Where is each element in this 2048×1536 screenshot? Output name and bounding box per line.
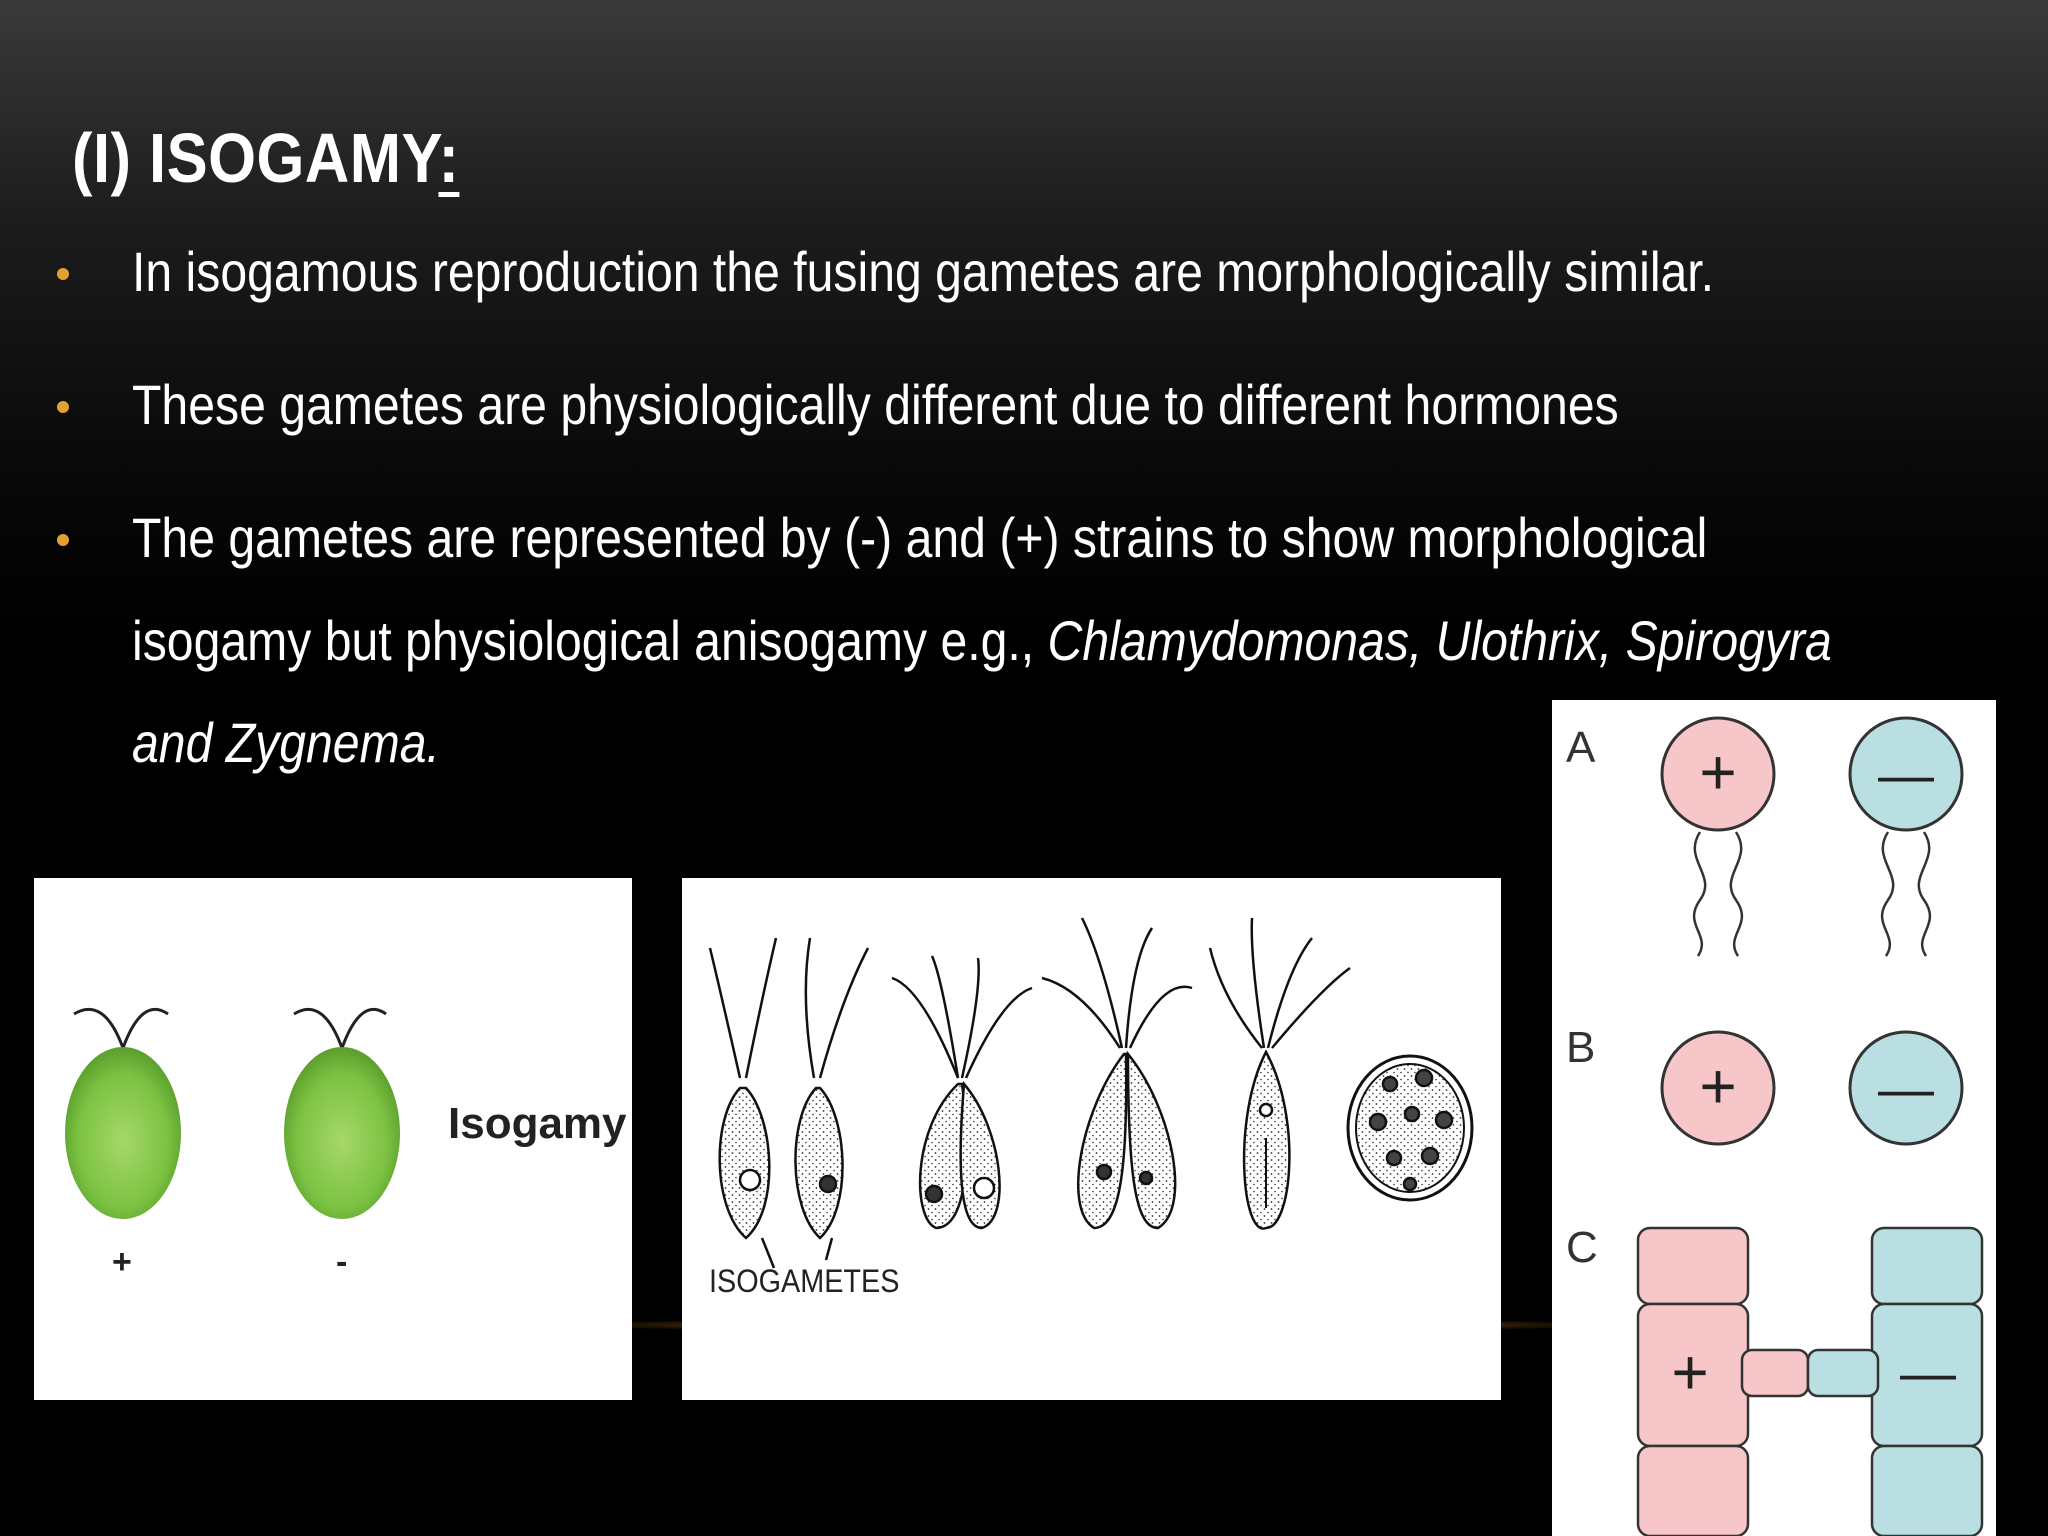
isogamy-label: Isogamy (448, 1099, 627, 1148)
flagellated-minus-gamete (1848, 716, 1964, 957)
gamete-pair-3 (1041, 917, 1193, 1230)
flagellated-plus-gamete (1660, 716, 1776, 957)
bullet-text-continued: isogamy but physiological anisogamy e.g.… (132, 609, 1832, 672)
conjugating-filaments (1636, 1226, 1984, 1536)
isogametes-illustration: ISOGAMETES (708, 917, 1474, 1300)
minus-cell-b (1848, 1030, 1964, 1146)
isogametes-figure-panel: ISOGAMETES (682, 878, 1501, 1400)
gamete-plus (65, 1007, 181, 1219)
minus-symbol-a: — (1878, 743, 1934, 806)
mature-zygote (1346, 1054, 1474, 1202)
plus-symbol-a: + (1699, 736, 1736, 808)
bullet-dot-icon (57, 534, 69, 546)
strain-diagram-panel: A B C + — + — + — (1552, 700, 1996, 1536)
label-c: C (1566, 1223, 1598, 1272)
minus-sign: - (336, 1243, 347, 1281)
label-a: A (1566, 723, 1596, 772)
bullet-text: In isogamous reproduction the fusing gam… (132, 240, 1715, 303)
plus-cell-b (1660, 1030, 1776, 1146)
isogamy-figure-panel: + - Isogamy (34, 878, 632, 1400)
label-b: B (1566, 1023, 1595, 1072)
gamete-pair-1 (708, 937, 870, 1269)
minus-symbol-c: — (1900, 1341, 1956, 1404)
bullet-dot-icon (57, 401, 69, 413)
bullet-text: These gametes are physiologically differ… (132, 373, 1619, 436)
isogamy-illustration: + - Isogamy (65, 1007, 627, 1281)
slide-title: (I) ISOGAMY: (72, 119, 460, 197)
strain-diagram: A B C + — + — + — (1566, 716, 1984, 1536)
bullet-text-continued: and Zygnema. (132, 711, 440, 774)
plus-symbol-c: + (1671, 1336, 1708, 1408)
zygote-forming (1208, 917, 1351, 1230)
minus-symbol-b: — (1878, 1057, 1934, 1120)
isogametes-label: ISOGAMETES (709, 1264, 899, 1300)
bullet-text: The gametes are represented by (-) and (… (132, 506, 1708, 569)
plus-sign: + (112, 1243, 132, 1281)
gamete-pair-2 (891, 955, 1033, 1230)
gamete-minus (284, 1007, 400, 1219)
plus-symbol-b: + (1699, 1050, 1736, 1122)
bullet-dot-icon (57, 268, 69, 280)
